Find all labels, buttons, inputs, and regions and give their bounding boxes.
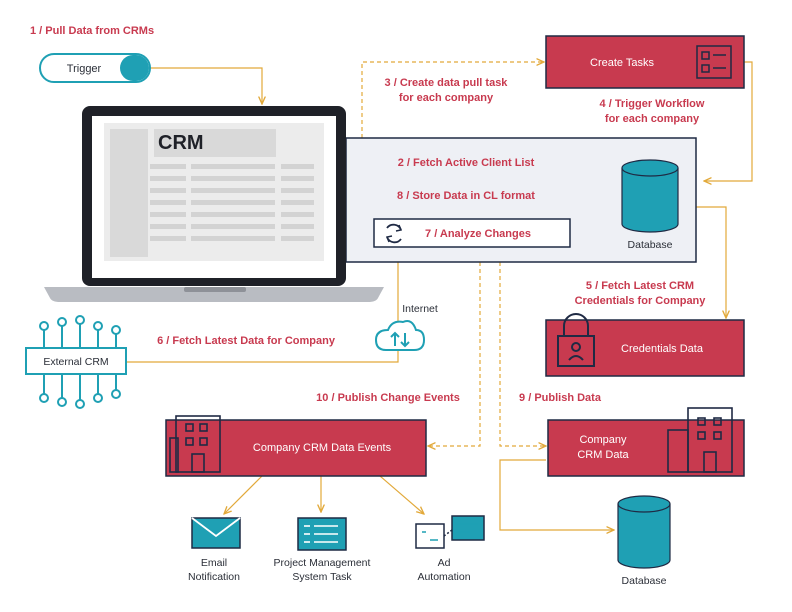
circuit-icon: [39, 315, 121, 409]
connector-trigger-laptop: [150, 67, 262, 104]
pm-label-line2: System Task: [292, 571, 352, 583]
database-icon: [617, 495, 671, 569]
building-icon: [667, 407, 733, 473]
step-3-label-line2: for each company: [399, 92, 494, 104]
connector-ad: [379, 475, 424, 514]
events-node[interactable]: Company CRM Data Events: [165, 415, 427, 477]
external-crm-label: External CRM: [43, 356, 108, 368]
step-5-label-line2: Credentials for Company: [575, 295, 707, 307]
credentials-node[interactable]: Credentials Data: [545, 313, 745, 377]
connector-fetch-latest-data: [126, 262, 399, 363]
create-tasks-label: Create Tasks: [590, 57, 654, 69]
step-5-label-line1: 5 / Fetch Latest CRM: [586, 280, 694, 292]
external-crm-node[interactable]: External CRM: [25, 347, 127, 375]
step-10-label: 10 / Publish Change Events: [316, 392, 460, 404]
refresh-icon: [385, 223, 403, 244]
laptop-icon: [44, 106, 384, 302]
step-4-label-line2: for each company: [605, 113, 700, 125]
connector-bottom-database: [499, 459, 614, 530]
email-label-line1: Email: [201, 557, 227, 569]
email-label-line2: Notification: [188, 571, 240, 583]
step-8-label: 8 / Store Data in CL format: [397, 190, 535, 202]
cloud-sync-icon: [374, 320, 426, 351]
connector-publish-events: [428, 262, 481, 446]
trigger-node[interactable]: Trigger: [39, 53, 151, 83]
create-tasks-node[interactable]: Create Tasks: [545, 35, 745, 89]
trigger-label: Trigger: [67, 63, 102, 75]
events-label: Company CRM Data Events: [253, 442, 392, 454]
database-bottom-label: Database: [622, 575, 667, 587]
database-main-label: Database: [628, 239, 673, 251]
credentials-label: Credentials Data: [621, 343, 704, 355]
analyze-changes-box[interactable]: 7 / Analyze Changes: [373, 218, 571, 248]
building-icon: [169, 415, 221, 473]
step-7-label: 7 / Analyze Changes: [425, 228, 531, 240]
step-6-label: 6 / Fetch Latest Data for Company: [157, 335, 336, 347]
connector-email: [224, 475, 263, 514]
connector-publish-data: [499, 262, 546, 446]
email-icon: [191, 517, 241, 549]
connector-create-task: [361, 62, 544, 138]
step-3-label-line1: 3 / Create data pull task: [385, 77, 509, 89]
database-icon: [621, 159, 679, 233]
company-crm-node[interactable]: Company CRM Data: [547, 407, 745, 477]
ad-label-line1: Ad: [438, 557, 451, 569]
connector-fetch-credentials: [696, 206, 726, 318]
crm-screen-title: CRM: [158, 132, 204, 154]
lock-icon: [557, 313, 595, 367]
step-2-label: 2 / Fetch Active Client List: [398, 157, 535, 169]
step-1-label: 1 / Pull Data from CRMs: [30, 25, 154, 37]
checklist-icon: [696, 45, 732, 79]
pm-label-line1: Project Management: [274, 557, 371, 569]
ad-label-line2: Automation: [417, 571, 470, 583]
company-crm-label-line2: CRM Data: [577, 449, 629, 461]
step-9-label: 9 / Publish Data: [519, 392, 602, 404]
step-4-label-line1: 4 / Trigger Workflow: [600, 98, 705, 110]
document-icon: [297, 517, 347, 551]
ad-icon: [415, 515, 485, 549]
internet-label: Internet: [402, 303, 438, 315]
connector-trigger-workflow: [704, 61, 753, 181]
company-crm-label-line1: Company: [579, 434, 627, 446]
